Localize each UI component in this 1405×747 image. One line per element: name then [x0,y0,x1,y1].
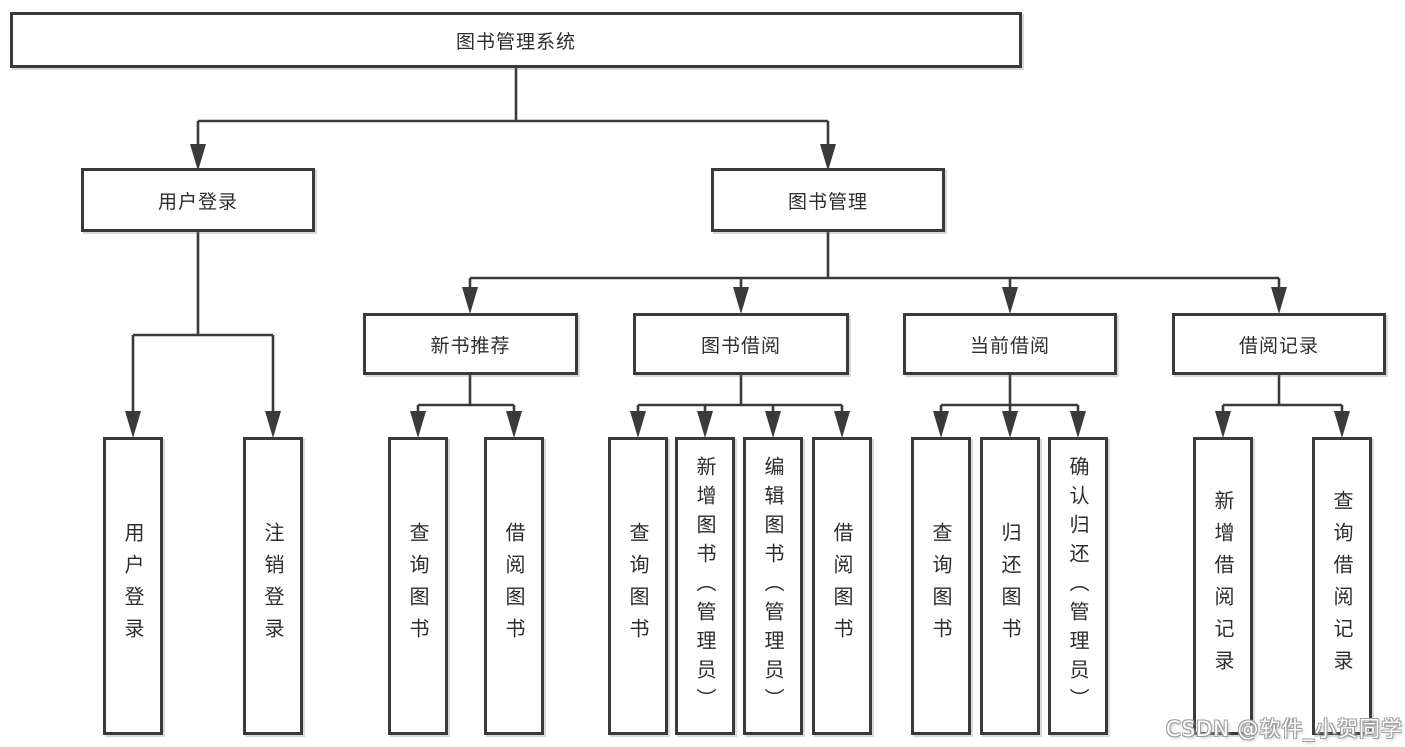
node-user-login: 用户登录 [81,168,315,232]
node-leaf-edit-book-admin: 编辑图书（管理员） [743,437,803,735]
node-label: 图书借阅 [700,334,781,357]
node-label: 当前借阅 [969,334,1050,357]
arrowheads-level3 [462,287,1287,314]
node-label: 查询图书 [929,522,953,650]
node-leaf-user-login: 用户登录 [103,437,163,735]
connector-borrow-record-children [1221,375,1344,413]
node-leaf-query-books-current: 查询图书 [911,437,971,735]
node-borrowing-records: 借阅记录 [1172,313,1386,375]
node-label: 新增图书（管理员） [693,455,717,717]
connector-new-book-children [416,375,516,413]
arrowheads-level2 [190,144,836,171]
node-label: 查询图书 [406,522,430,650]
node-new-book-recommendation: 新书推荐 [363,313,578,375]
node-leaf-borrow-books-recommend: 借阅图书 [484,437,544,735]
node-label: 图书管理系统 [455,30,576,53]
node-label: 借阅图书 [502,522,526,650]
connector-book-management-children [468,232,1281,289]
node-label: 查询借阅记录 [1330,490,1354,682]
arrowheads-user-login-children [125,411,281,438]
node-leaf-query-books-borrowing: 查询图书 [608,437,668,735]
node-leaf-logout: 注销登录 [243,437,303,735]
node-label: 确认归还（管理员） [1066,455,1090,717]
connector-current-borrow-children [939,375,1080,413]
node-leaf-add-book-admin: 新增图书（管理员） [675,437,735,735]
node-leaf-confirm-return-admin: 确认归还（管理员） [1048,437,1108,735]
node-leaf-query-books-recommend: 查询图书 [388,437,448,735]
node-label: 借阅图书 [830,522,854,650]
node-book-borrowing: 图书借阅 [633,313,849,375]
connector-user-login-children [131,232,275,413]
arrowheads-leaves [410,411,1350,438]
node-label: 新书推荐 [430,334,511,357]
node-library-management-system: 图书管理系统 [10,12,1022,68]
node-label: 用户登录 [121,522,145,650]
node-leaf-add-borrow-record: 新增借阅记录 [1193,437,1253,735]
connector-root-to-level2 [196,68,830,146]
node-label: 新增借阅记录 [1211,490,1235,682]
node-label: 归还图书 [998,522,1022,650]
node-book-management: 图书管理 [711,168,945,232]
connector-book-borrow-children [636,375,844,413]
node-leaf-query-borrow-record: 查询借阅记录 [1312,437,1372,735]
node-leaf-borrow-books-borrowing: 借阅图书 [812,437,872,735]
node-label: 编辑图书（管理员） [761,455,785,717]
node-label: 借阅记录 [1238,334,1319,357]
node-label: 用户登录 [157,190,238,213]
node-label: 查询图书 [626,522,650,650]
csdn-watermark: CSDN @软件_小贺同学 [1165,717,1403,741]
node-current-borrowing: 当前借阅 [903,313,1117,375]
node-label: 注销登录 [261,522,285,650]
node-label: 图书管理 [787,190,868,213]
node-leaf-return-book: 归还图书 [980,437,1040,735]
